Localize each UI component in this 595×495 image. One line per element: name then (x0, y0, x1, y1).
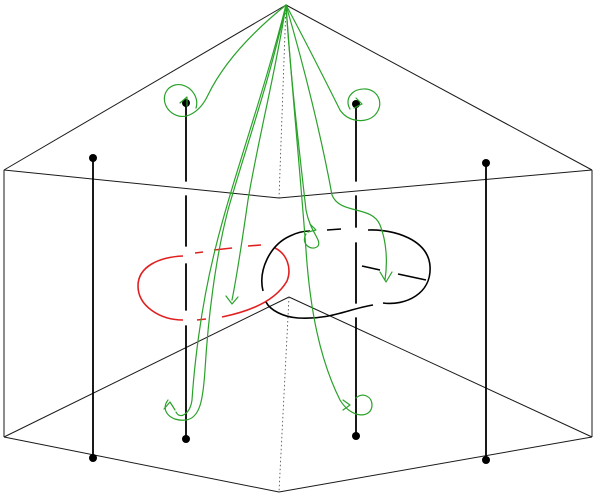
green-path-3 (164, 4, 287, 421)
strand-outer-right-top-dot (482, 159, 490, 167)
strand-outer-left-top-dot (89, 154, 97, 162)
roof-edge-left (3, 4, 287, 171)
roof-edge-right (285, 4, 593, 171)
hidden-edge-upper (278, 4, 287, 199)
strand-inner-left-bottom-dot (182, 435, 190, 443)
floor-edge-right (288, 296, 593, 438)
strand-outer-left-bottom-dot (89, 454, 97, 462)
green-path-8 (175, 4, 287, 417)
red-loop (137, 244, 290, 321)
black-loop (261, 228, 431, 320)
floor-edge-left (3, 296, 290, 438)
green-path-2 (285, 4, 381, 122)
top-edge-left (3, 169, 280, 199)
green-path-7 (285, 4, 373, 416)
hidden-edge-lower (278, 296, 290, 493)
green-path-4 (231, 4, 287, 301)
strand-outer-right-bottom-dot (482, 456, 490, 464)
strand-inner-right-bottom-dot (352, 432, 360, 440)
green-path-1 (163, 4, 287, 117)
prism-box (3, 4, 593, 493)
strand-inner-left-top-dot (182, 99, 190, 107)
vertical-strands (89, 99, 490, 464)
bottom-edge-left (3, 436, 280, 493)
top-edge-right (278, 169, 593, 199)
bottom-edge-right (278, 436, 593, 493)
green-paths (163, 4, 393, 421)
green-path-6 (285, 4, 387, 281)
